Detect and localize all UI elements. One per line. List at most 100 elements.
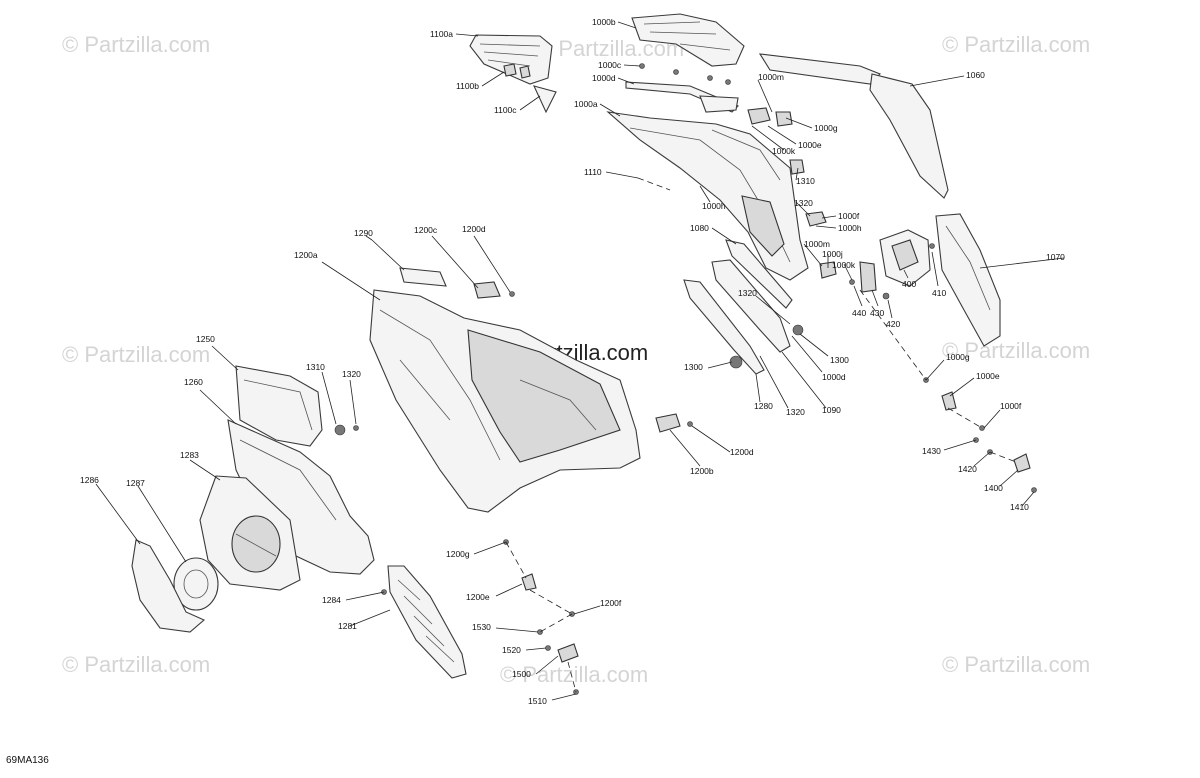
clip-cluster-1000 bbox=[747, 107, 935, 300]
part-1100c bbox=[533, 85, 557, 114]
callout-1283: 1283 bbox=[180, 450, 199, 460]
watermark-top-right: © Partzilla.com bbox=[942, 32, 1090, 57]
callout-1000k-b: 1000k bbox=[832, 260, 856, 270]
watermark-bottom-center: © Partzilla.com bbox=[500, 662, 648, 687]
callout-1300-a: 1300 bbox=[684, 362, 703, 372]
callout-410: 410 bbox=[932, 288, 946, 298]
figure-code: 69MA136 bbox=[6, 755, 49, 766]
part-1200b bbox=[655, 413, 681, 433]
callout-1200b: 1200b bbox=[690, 466, 714, 476]
callout-1100c: 1100c bbox=[494, 105, 517, 115]
part-1070 bbox=[935, 213, 1001, 347]
part-1080 bbox=[725, 239, 793, 309]
callout-1000m-a: 1000m bbox=[758, 72, 784, 82]
screws-1000c bbox=[639, 63, 731, 85]
watermark-mid-right: © Partzilla.com bbox=[942, 338, 1090, 363]
callout-1287: 1287 bbox=[126, 478, 145, 488]
watermark-top-left: © Partzilla.com bbox=[62, 32, 210, 57]
callout-1320-a: 1320 bbox=[794, 198, 813, 208]
part-1200c bbox=[473, 281, 501, 299]
callout-1000h-b: 1000h bbox=[838, 223, 862, 233]
part-1000e-b bbox=[941, 391, 957, 411]
part-1281 bbox=[387, 565, 467, 679]
part-1200e bbox=[521, 573, 537, 591]
callout-1000e-a: 1000e bbox=[798, 140, 822, 150]
callout-1000d: 1000d bbox=[592, 73, 616, 83]
callout-1310-b: 1310 bbox=[306, 362, 325, 372]
callout-1000d-b: 1000d bbox=[822, 372, 846, 382]
callout-1284: 1284 bbox=[322, 595, 341, 605]
callout-1300-b: 1300 bbox=[830, 355, 849, 365]
part-1000a bbox=[606, 111, 809, 281]
part-1280 bbox=[683, 279, 765, 375]
part-1310-b bbox=[334, 424, 346, 436]
callout-1000a: 1000a bbox=[574, 99, 598, 109]
part-1000d bbox=[625, 81, 739, 113]
callout-1310-a: 1310 bbox=[796, 176, 815, 186]
callout-1080: 1080 bbox=[690, 223, 709, 233]
callout-1410: 1410 bbox=[1010, 502, 1029, 512]
callout-1000j: 1000j bbox=[822, 249, 843, 259]
leader-lines bbox=[95, 21, 1065, 701]
part-1283 bbox=[199, 475, 301, 591]
callout-labels: 1100a 1100b 1100c 1000b 1000c 1000d 1000… bbox=[80, 17, 1065, 706]
callout-1060: 1060 bbox=[966, 70, 985, 80]
callout-1320-d: 1320 bbox=[786, 407, 805, 417]
callout-1000f-b: 1000f bbox=[1000, 401, 1022, 411]
callout-1280: 1280 bbox=[754, 401, 773, 411]
part-1200a bbox=[369, 289, 641, 513]
part-1290 bbox=[399, 267, 447, 287]
callout-1430: 1430 bbox=[922, 446, 941, 456]
part-1000d-clip bbox=[699, 95, 739, 113]
callout-1000c: 1000c bbox=[598, 60, 622, 70]
callout-1000g-b: 1000g bbox=[946, 352, 970, 362]
callout-1320-c: 1320 bbox=[738, 288, 757, 298]
callout-1000f-a: 1000f bbox=[838, 211, 860, 221]
callout-1320-b: 1320 bbox=[342, 369, 361, 379]
watermark-bottom-right: © Partzilla.com bbox=[942, 652, 1090, 677]
callout-1000e-b: 1000e bbox=[976, 371, 1000, 381]
callout-1281: 1281 bbox=[338, 621, 357, 631]
part-1300-a bbox=[729, 355, 743, 369]
callout-1420: 1420 bbox=[958, 464, 977, 474]
callout-1200d-b: 1200d bbox=[730, 447, 754, 457]
callout-1000g-a: 1000g bbox=[814, 123, 838, 133]
part-400 bbox=[879, 229, 931, 287]
callout-420: 420 bbox=[886, 319, 900, 329]
callout-1400: 1400 bbox=[984, 483, 1003, 493]
callout-1200g: 1200g bbox=[446, 549, 470, 559]
callout-1100b: 1100b bbox=[456, 81, 479, 91]
callout-1200d-a: 1200d bbox=[462, 224, 486, 234]
callout-1250: 1250 bbox=[196, 334, 215, 344]
callout-1200c: 1200c bbox=[414, 225, 438, 235]
watermark-bottom-left: © Partzilla.com bbox=[62, 652, 210, 677]
callout-430: 430 bbox=[870, 308, 884, 318]
callout-1530: 1530 bbox=[472, 622, 491, 632]
callout-1000b: 1000b bbox=[592, 17, 616, 27]
callout-1110: 1110 bbox=[584, 167, 602, 177]
callout-1260: 1260 bbox=[184, 377, 203, 387]
callout-1200e: 1200e bbox=[466, 592, 490, 602]
callout-1500: 1500 bbox=[512, 669, 531, 679]
part-1287 bbox=[173, 557, 219, 611]
part-1286 bbox=[131, 539, 206, 633]
part-1100a bbox=[469, 34, 553, 85]
callout-1520: 1520 bbox=[502, 645, 521, 655]
callout-1000m-b: 1000m bbox=[804, 239, 830, 249]
callout-1090: 1090 bbox=[822, 405, 841, 415]
callout-1000k-a: 1000k bbox=[772, 146, 796, 156]
callout-440: 440 bbox=[852, 308, 866, 318]
callout-1000h-a: 1000h bbox=[702, 201, 726, 211]
part-1400 bbox=[1013, 453, 1031, 473]
callout-1070: 1070 bbox=[1046, 252, 1065, 262]
watermark-mid-left: © Partzilla.com bbox=[62, 342, 210, 367]
part-1000b bbox=[631, 13, 745, 67]
callout-1200f: 1200f bbox=[600, 598, 622, 608]
callout-400: 400 bbox=[902, 279, 916, 289]
part-1300-b bbox=[792, 324, 804, 336]
part-1500 bbox=[557, 643, 579, 663]
callout-1100a: 1100a bbox=[430, 29, 453, 39]
part-1060 bbox=[758, 53, 949, 199]
callout-1286: 1286 bbox=[80, 475, 99, 485]
